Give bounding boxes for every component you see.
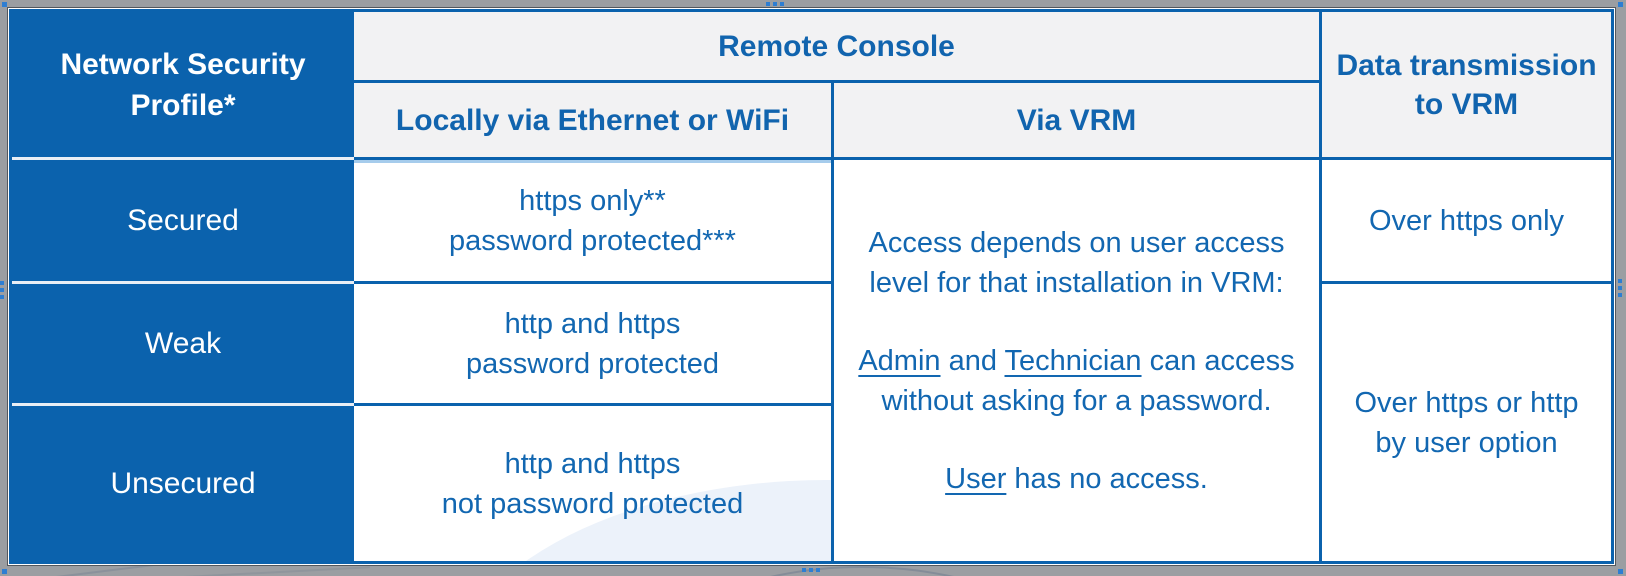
text-fragment: has no access.: [1006, 462, 1208, 495]
cell-unsecured-local-access: http and https not password protected: [354, 403, 831, 561]
header-line: Remote Console: [718, 29, 955, 63]
cell-line: https only**: [519, 184, 666, 217]
selection-handle-left-middle[interactable]: [0, 281, 4, 299]
row-label-text: Unsecured: [110, 466, 256, 500]
selected-table-image[interactable]: Network Security Profile* Remote Console…: [7, 7, 1616, 566]
row-label-text: Secured: [127, 203, 239, 237]
vrm-admin-technician-rule: Admin and Technician can access without …: [858, 341, 1294, 421]
cell-line: password protected: [465, 347, 720, 380]
handle-dot: [1618, 279, 1622, 283]
row-label-text: Weak: [144, 326, 222, 360]
user-role-label: User: [945, 462, 1007, 495]
header-line: to VRM: [1414, 87, 1519, 121]
text-fragment: without asking for a password.: [881, 384, 1272, 417]
selection-handle-top-left[interactable]: [2, 2, 7, 7]
row-label-weak: Weak: [12, 281, 354, 403]
cell-line: Over https only: [1368, 204, 1565, 237]
header-remote-console: Remote Console: [354, 12, 1319, 83]
handle-dot: [816, 568, 820, 572]
selection-handle-right-middle[interactable]: [1618, 279, 1622, 297]
selection-handle-bottom-right[interactable]: [1618, 569, 1623, 574]
cell-line: http and https: [504, 447, 681, 480]
handle-dot: [773, 2, 777, 6]
handle-dot: [1618, 286, 1622, 290]
header-locally-via-ethernet-or-wifi: Locally via Ethernet or WiFi: [354, 83, 831, 157]
cell-line: not password protected: [441, 487, 744, 520]
header-data-transmission-to-vrm: Data transmission to VRM: [1319, 12, 1611, 157]
background-line-decoration: [150, 566, 370, 576]
header-via-vrm: Via VRM: [831, 83, 1319, 157]
network-security-profile-table: Network Security Profile* Remote Console…: [9, 9, 1614, 564]
header-network-security-profile: Network Security Profile*: [12, 12, 354, 157]
handle-dot: [802, 568, 806, 572]
header-line: Network Security: [60, 47, 306, 81]
vrm-intro-line: Access depends on user access: [868, 226, 1285, 259]
cell-weak-local-access: http and https password protected: [354, 281, 831, 403]
handle-dot: [0, 295, 4, 299]
header-line: Profile*: [130, 88, 236, 122]
background-curve-decoration: [640, 566, 1084, 576]
technician-role-label: Technician: [1004, 344, 1142, 377]
cell-line: http and https: [504, 307, 681, 340]
vrm-user-rule: User has no access.: [945, 459, 1208, 499]
header-line: Via VRM: [1016, 103, 1137, 137]
handle-dot: [780, 2, 784, 6]
header-line: Locally via Ethernet or WiFi: [395, 103, 790, 137]
handle-dot: [1618, 293, 1622, 297]
admin-role-label: Admin: [858, 344, 941, 377]
selection-handle-top-right[interactable]: [1618, 2, 1623, 7]
cell-weak-unsecured-data-transmission: Over https or http by user option: [1319, 281, 1611, 561]
selection-handle-top-center[interactable]: [766, 2, 784, 6]
cell-secured-local-access: https only** password protected***: [354, 157, 831, 281]
handle-dot: [809, 568, 813, 572]
handle-dot: [766, 2, 770, 6]
vrm-access-intro: Access depends on user access level for …: [869, 223, 1285, 303]
cell-secured-data-transmission: Over https only: [1319, 157, 1611, 281]
selection-handle-bottom-left[interactable]: [2, 569, 7, 574]
cell-line: password protected***: [449, 224, 736, 257]
text-fragment: can access: [1141, 344, 1295, 377]
handle-dot: [0, 288, 4, 292]
vrm-intro-line: level for that installation in VRM:: [869, 266, 1284, 299]
row-label-unsecured: Unsecured: [12, 403, 354, 561]
cell-line: by user option: [1375, 426, 1558, 459]
handle-dot: [0, 281, 4, 285]
row-label-secured: Secured: [12, 157, 354, 281]
selection-handle-bottom-center[interactable]: [802, 568, 820, 572]
header-line: Data transmission: [1336, 48, 1597, 82]
cell-via-vrm-access-rules: Access depends on user access level for …: [831, 157, 1319, 561]
cell-line: Over https or http: [1354, 386, 1579, 419]
text-fragment: and: [940, 344, 1005, 377]
